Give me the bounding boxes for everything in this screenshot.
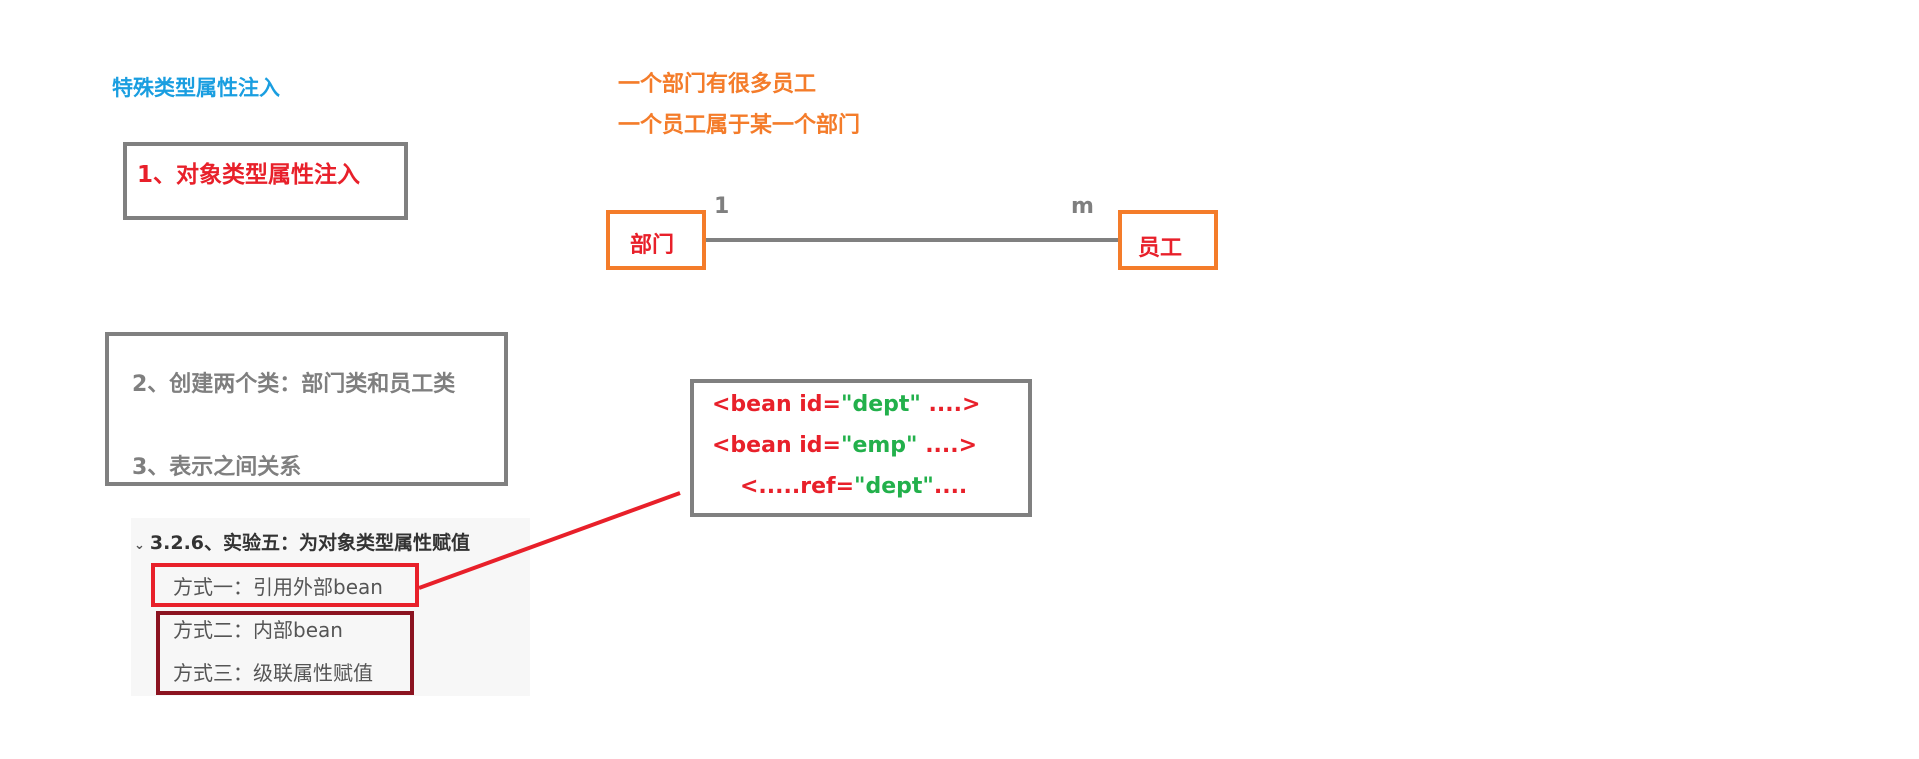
toc-item-inner-bean[interactable]: 方式二：内部bean xyxy=(173,618,343,642)
emp-entity-box: 员工 xyxy=(1118,210,1218,270)
chevron-down-icon[interactable]: ⌄ xyxy=(134,538,145,553)
page-title: 特殊类型属性注入 xyxy=(112,76,280,100)
step2-text: 2、创建两个类：部门类和员工类 xyxy=(132,372,456,397)
code-line-3-prefix: <.....ref= xyxy=(740,474,854,499)
highlight-box-method-1 xyxy=(151,563,419,607)
code-line-1-prefix: <bean id= xyxy=(712,392,841,417)
dept-entity-box: 部门 xyxy=(606,210,706,270)
pointer-line xyxy=(418,491,681,590)
code-line-1-value: "dept" xyxy=(841,392,921,417)
code-line-2-suffix: ....> xyxy=(917,433,978,458)
code-line-2-value: "emp" xyxy=(841,433,918,458)
dept-entity-label: 部门 xyxy=(630,233,675,258)
code-line-3-suffix: .... xyxy=(933,474,968,499)
code-line-2-prefix: <bean id= xyxy=(712,433,841,458)
code-line-2: <bean id="emp" ....> xyxy=(712,433,977,458)
relation-line-2: 一个员工属于某一个部门 xyxy=(618,113,861,138)
step1-box xyxy=(123,142,408,220)
step1-text: 1、对象类型属性注入 xyxy=(137,162,361,188)
toc-item-external-bean[interactable]: 方式一：引用外部bean xyxy=(173,575,383,599)
relationship-connector xyxy=(706,238,1118,242)
steps-box xyxy=(105,332,508,486)
code-line-3-value: "dept" xyxy=(854,474,934,499)
relation-line-1: 一个部门有很多员工 xyxy=(618,72,817,97)
emp-entity-label: 员工 xyxy=(1138,236,1183,261)
code-line-1-suffix: ....> xyxy=(920,392,981,417)
left-cardinality: 1 xyxy=(714,194,730,219)
code-line-1: <bean id="dept" ....> xyxy=(712,392,980,417)
toc-heading[interactable]: ⌄ 3.2.6、实验五：为对象类型属性赋值 xyxy=(134,528,470,555)
code-box xyxy=(690,379,1032,517)
highlight-box-method-2-3 xyxy=(156,611,414,695)
toc-item-cascade-assign[interactable]: 方式三：级联属性赋值 xyxy=(173,661,373,685)
toc-heading-text: 3.2.6、实验五：为对象类型属性赋值 xyxy=(149,532,471,554)
step3-text: 3、表示之间关系 xyxy=(132,455,302,480)
toc-panel xyxy=(131,518,530,696)
right-cardinality: m xyxy=(1071,194,1094,219)
code-line-3: <.....ref="dept".... xyxy=(740,474,967,499)
